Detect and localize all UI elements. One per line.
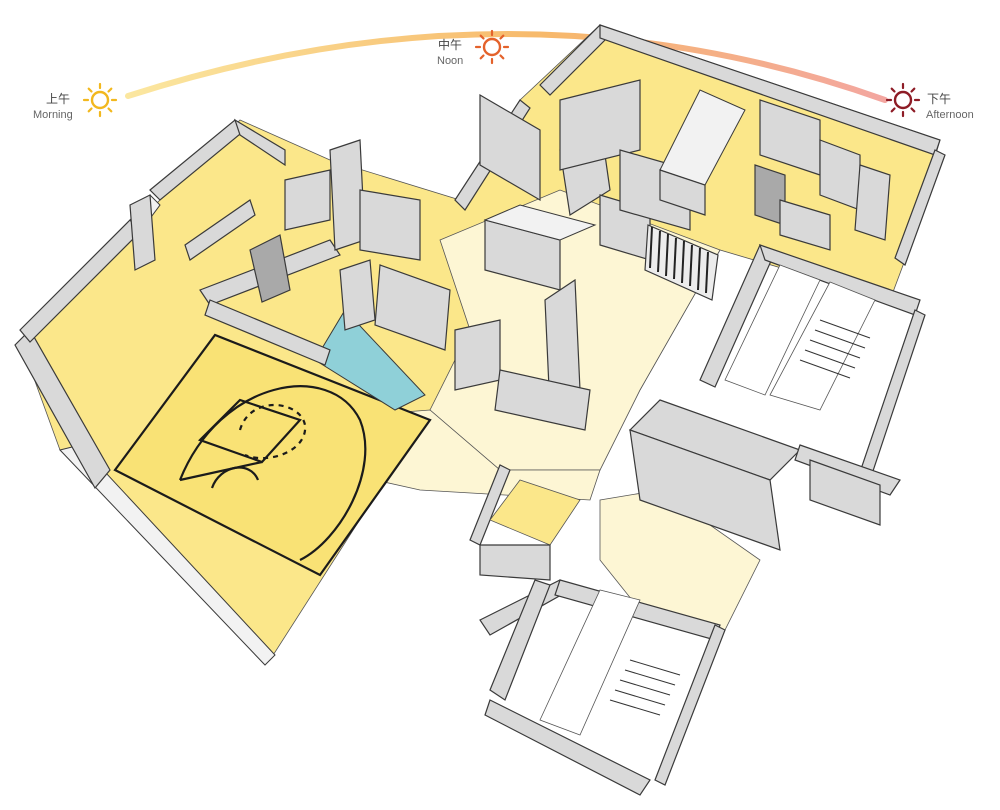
east-corridor — [724, 264, 821, 396]
grille-fence — [644, 224, 719, 301]
west-wing-dark-cabinet — [249, 234, 291, 303]
noon-label-en: Noon — [437, 55, 463, 67]
basketball-court — [113, 333, 432, 577]
court-boundary — [113, 333, 432, 577]
noon-label-cn: 中午 — [438, 37, 462, 52]
south-stair — [609, 659, 681, 716]
west-wing — [19, 118, 451, 366]
northeast-wing — [539, 24, 946, 266]
court-key — [197, 398, 302, 464]
court-centerline — [179, 460, 263, 482]
afternoon-sun-icon — [885, 82, 921, 118]
sun-arc — [125, 31, 888, 103]
court-three-point-arc — [178, 385, 367, 561]
south-block — [469, 464, 726, 796]
sun-path: 上午 Morning 中午 Noon 下午 Afternoon — [33, 29, 974, 121]
pool — [314, 309, 426, 411]
morning-label-cn: 上午 — [46, 92, 70, 106]
east-service-block — [628, 244, 926, 551]
south-corridor — [539, 589, 641, 736]
afternoon-label-cn: 下午 — [927, 92, 951, 106]
morning-sun-icon — [82, 82, 118, 118]
building-plan — [14, 24, 946, 796]
south-courtyard — [489, 479, 581, 546]
noon-sun-icon — [474, 29, 510, 65]
morning-label-en: Morning — [33, 109, 73, 121]
afternoon-label-en: Afternoon — [926, 109, 974, 121]
east-stair — [799, 319, 871, 379]
